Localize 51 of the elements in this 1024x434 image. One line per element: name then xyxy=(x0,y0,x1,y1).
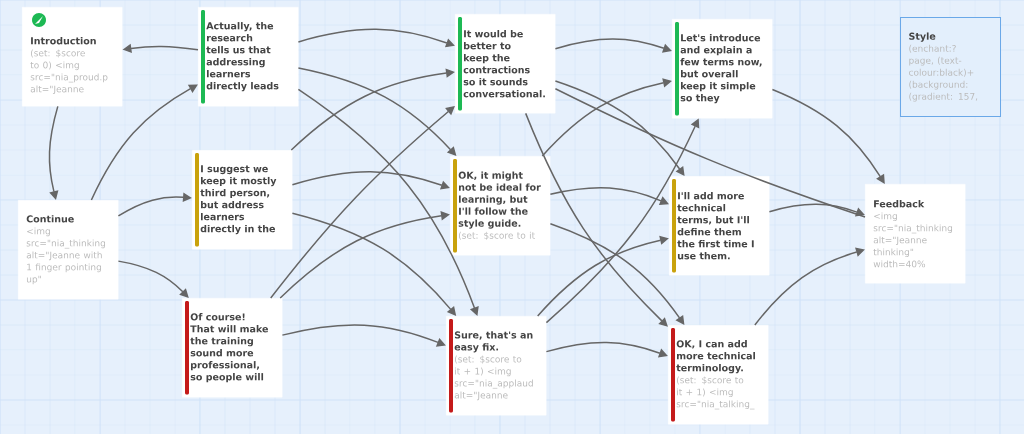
card-text: <img src="nia_thinking alt="Jeanne with 1 finger pointing up" xyxy=(26,227,105,285)
arrow xyxy=(117,260,189,298)
card-title: OK, I can add more technical terminology. xyxy=(676,340,755,374)
passage-card xyxy=(455,14,556,114)
arrow xyxy=(545,341,668,358)
card-text: (enchant:? page, (text-colour:black)+ (background: (gradient: 157, xyxy=(909,44,978,102)
arrow xyxy=(281,324,446,347)
arrow xyxy=(554,80,685,176)
passage-card xyxy=(450,156,551,256)
card-title: OK, it might not be ideal for learning, but I'll follow the style guide. xyxy=(458,171,541,229)
card-title: Actually, the research tells us that addressing learners directly leads xyxy=(206,22,279,92)
passage-card xyxy=(669,176,770,276)
card-text: (set: $score to it + 1) <img src="nia_applaud alt="Jeanne xyxy=(454,355,533,401)
passage-card xyxy=(18,200,119,300)
arrow xyxy=(541,78,672,157)
card-title: I'll add more technical terms, but I'll define them the first time I use them. xyxy=(677,192,754,260)
passage-card xyxy=(182,298,283,398)
arrow xyxy=(771,88,885,184)
card-text: <img src="nia_thinking alt="Jeanne thinking" width=40% xyxy=(873,212,952,268)
arrow xyxy=(291,171,450,190)
passage-card xyxy=(192,150,293,250)
passage-card xyxy=(446,316,547,416)
passage-card xyxy=(668,325,769,425)
card-title: Continue xyxy=(26,215,74,223)
arrow xyxy=(297,88,479,316)
passage-card xyxy=(672,19,773,119)
arrow xyxy=(768,203,865,217)
arrow xyxy=(297,28,455,48)
card-text: (set: $score to it + 1) <img src="nia_talking_ xyxy=(676,376,755,410)
card-title: It would be better to keep the contractions so it sounds conversational. xyxy=(463,30,545,98)
arrow xyxy=(536,235,669,317)
passage-card xyxy=(865,184,966,284)
passage-card xyxy=(900,17,1001,117)
arrow xyxy=(90,84,198,201)
arrow xyxy=(48,105,59,200)
arrow xyxy=(554,38,672,53)
arrow xyxy=(549,222,685,325)
arrow xyxy=(117,192,192,217)
card-text: (set: $score to 0) <img src="nia_proud.p alt="Jeanne xyxy=(30,49,108,95)
passage-card xyxy=(198,7,299,107)
arrow xyxy=(754,247,865,326)
arrow xyxy=(524,112,668,327)
card-title: Of course! That will make the training sound more professional, so people will xyxy=(190,313,268,383)
card-title: Sure, that's an easy fix. xyxy=(454,331,533,353)
card-title: Introduction xyxy=(31,37,96,45)
passage-card xyxy=(22,7,123,107)
arrow xyxy=(279,211,450,299)
card-title: I suggest we keep it mostly third person, but address learners directly in the xyxy=(200,165,277,235)
card-title: Style xyxy=(909,32,936,42)
card-title: Let's introduce and explain a few terms now, but overall keep it simple so they xyxy=(680,34,762,104)
card-title: Feedback xyxy=(874,200,925,208)
